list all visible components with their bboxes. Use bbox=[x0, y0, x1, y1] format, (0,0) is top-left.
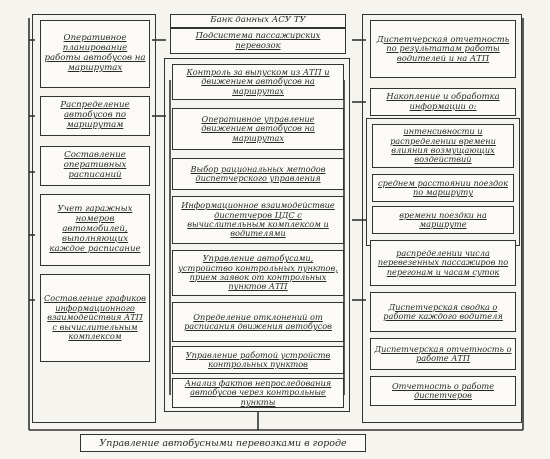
center-item-devices-text: Управление работой устройств контрольных… bbox=[185, 349, 331, 369]
right-item-distance: среднем расстоянии поездок по маршруту bbox=[372, 174, 514, 202]
left-item-graphs: Составление графиков информационного вза… bbox=[40, 274, 150, 362]
right-item-accumulation: Накопление и обработка информации о: bbox=[370, 88, 516, 116]
left-column-frame bbox=[32, 14, 156, 423]
left-item-distribution: Распределение автобусов по маршрутам bbox=[40, 96, 150, 136]
right-item-trip-time-text: времени поездки на маршруте bbox=[399, 209, 487, 229]
left-item-distribution-text: Распределение автобусов по маршрутам bbox=[60, 100, 130, 130]
right-item-dispatchers-text: Отчетность о работе диспетчеров bbox=[391, 380, 495, 400]
center-item-deviations-text: Определение отклонений от расписания дви… bbox=[184, 311, 332, 331]
right-item-reporting-text: Диспетчерская отчетность по результатам … bbox=[376, 33, 510, 63]
center-item-control-points: Управление автобусами, устройство контро… bbox=[172, 250, 344, 296]
right-item-reporting: Диспетчерская отчетность по результатам … bbox=[370, 20, 516, 78]
databank-title: Банк данных АСУ ТУ bbox=[210, 15, 306, 26]
center-item-operative-text: Оперативное управление движением автобус… bbox=[201, 113, 315, 143]
left-item-planning: Оперативное планирование работы автобусо… bbox=[40, 20, 150, 88]
right-item-trip-time: времени поездки на маршруте bbox=[372, 206, 514, 234]
right-item-passengers: распределении числа перевезенных пассажи… bbox=[370, 240, 516, 286]
center-item-methods-text: Выбор рациональных методов диспетчерског… bbox=[190, 163, 326, 183]
right-item-dispatchers: Отчетность о работе диспетчеров bbox=[370, 376, 516, 406]
center-item-control: Контроль за выпуском из АТП и движением … bbox=[172, 64, 344, 100]
left-item-garage-numbers-text: Учет гаражных номеров автомобилей, выпол… bbox=[49, 204, 141, 254]
center-item-information-text: Информационное взаимодействие диспетчеро… bbox=[181, 200, 335, 239]
center-item-devices: Управление работой устройств контрольных… bbox=[172, 346, 344, 374]
right-column-frame bbox=[362, 14, 522, 423]
right-item-accumulation-text: Накопление и обработка информации о: bbox=[386, 91, 500, 111]
right-item-intensity-text: интенсивности и распределении времени вл… bbox=[390, 126, 496, 165]
left-item-graphs-text: Составление графиков информационного вза… bbox=[44, 293, 146, 342]
center-item-methods: Выбор рациональных методов диспетчерског… bbox=[172, 158, 344, 190]
center-item-deviations: Определение отклонений от расписания дви… bbox=[172, 302, 344, 342]
center-item-analysis-text: Анализ фактов непроследования автобусов … bbox=[184, 377, 332, 407]
center-item-operative: Оперативное управление движением автобус… bbox=[172, 108, 344, 150]
subsystem-title: Подсистема пассажирских перевозок bbox=[195, 30, 321, 50]
right-item-driver-summary-text: Диспетчерская сводка о работе каждого во… bbox=[383, 301, 503, 321]
right-item-atp-reporting-text: Диспетчерская отчетность о работе АТП bbox=[374, 343, 512, 363]
center-item-analysis: Анализ фактов непроследования автобусов … bbox=[172, 378, 344, 408]
databank-box: Банк данных АСУ ТУ bbox=[170, 14, 346, 28]
left-item-schedules-text: Составление оперативных расписаний bbox=[63, 150, 127, 180]
left-item-garage-numbers: Учет гаражных номеров автомобилей, выпол… bbox=[40, 194, 150, 266]
left-item-planning-text: Оперативное планирование работы автобусо… bbox=[44, 33, 146, 73]
right-item-driver-summary: Диспетчерская сводка о работе каждого во… bbox=[370, 292, 516, 332]
subsystem-box: Подсистема пассажирских перевозок bbox=[170, 28, 346, 54]
center-item-control-points-text: Управление автобусами, устройство контро… bbox=[178, 253, 338, 292]
right-item-distance-text: среднем расстоянии поездок по маршруту bbox=[378, 177, 508, 197]
center-item-information: Информационное взаимодействие диспетчеро… bbox=[172, 196, 344, 244]
center-item-control-text: Контроль за выпуском из АТП и движением … bbox=[186, 66, 330, 96]
bottom-title: Управление автобусными перевозками в гор… bbox=[80, 434, 366, 452]
right-item-atp-reporting: Диспетчерская отчетность о работе АТП bbox=[370, 338, 516, 370]
left-item-schedules: Составление оперативных расписаний bbox=[40, 146, 150, 186]
right-item-intensity: интенсивности и распределении времени вл… bbox=[372, 124, 514, 168]
right-item-passengers-text: распределении числа перевезенных пассажи… bbox=[377, 247, 509, 277]
center-column-frame bbox=[164, 58, 350, 412]
